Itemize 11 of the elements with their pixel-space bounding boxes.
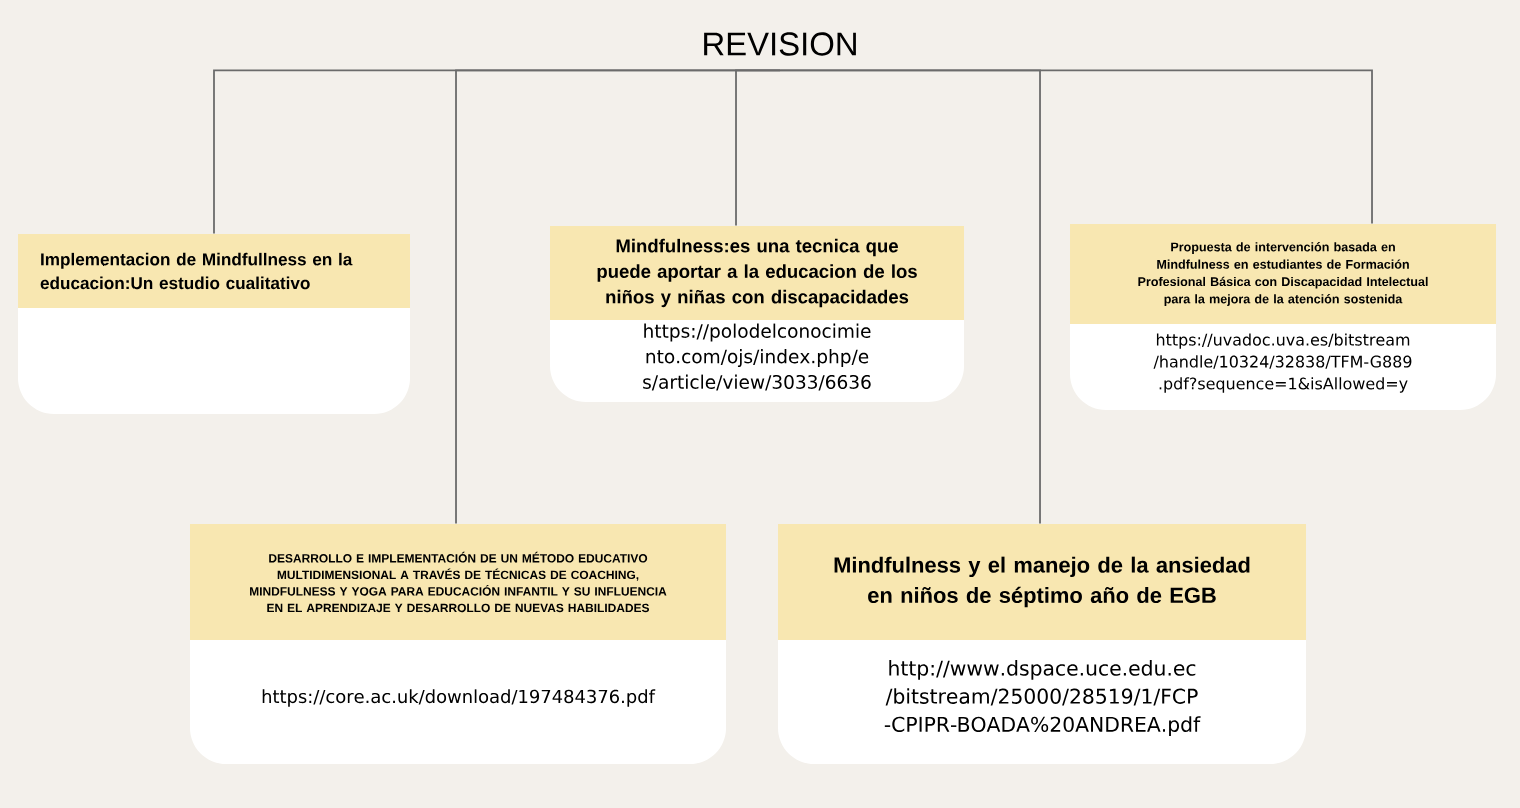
node-label: Mindfulness y el manejo de la ansiedad en niños de séptimo año de EGB	[834, 556, 1250, 608]
node-label: Implementacion de Mindfullness en la educacion:Un estudio cualitativo	[40, 252, 353, 290]
node-label: https://core.ac.uk/download/197484376.pdf	[262, 689, 656, 707]
connector-line	[455, 69, 781, 525]
connector-line	[779, 69, 1041, 525]
reference-card: Mindfulness y el manejo de la ansiedad en niños de séptimo año de EGB http://www.dspace.uce.edu.ec/bitstream/25000/28519/1/FCP-CPIPR-BOADA%20ANDREA.pdf	[778, 524, 1306, 764]
node-label: http://www.dspace.uce.edu.ec/bitstream/25000/28519/1/FCP-CPIPR-BOADA%20ANDREA.pdf	[884, 660, 1201, 736]
reference-card: Mindfulness:es una tecnica que puede aportar a la educacion de los niños y niñas con discapacidades https://polodelconocimiento.com/ojs/index.php/es/article/view/3033/6636	[550, 226, 964, 402]
reference-card: Implementacion de Mindfullness en la educacion:Un estudio cualitativo	[18, 234, 410, 414]
node-label: https://polodelconocimiento.com/ojs/index.php/es/article/view/3033/6636	[643, 323, 871, 391]
title: REVISION	[704, 32, 856, 56]
